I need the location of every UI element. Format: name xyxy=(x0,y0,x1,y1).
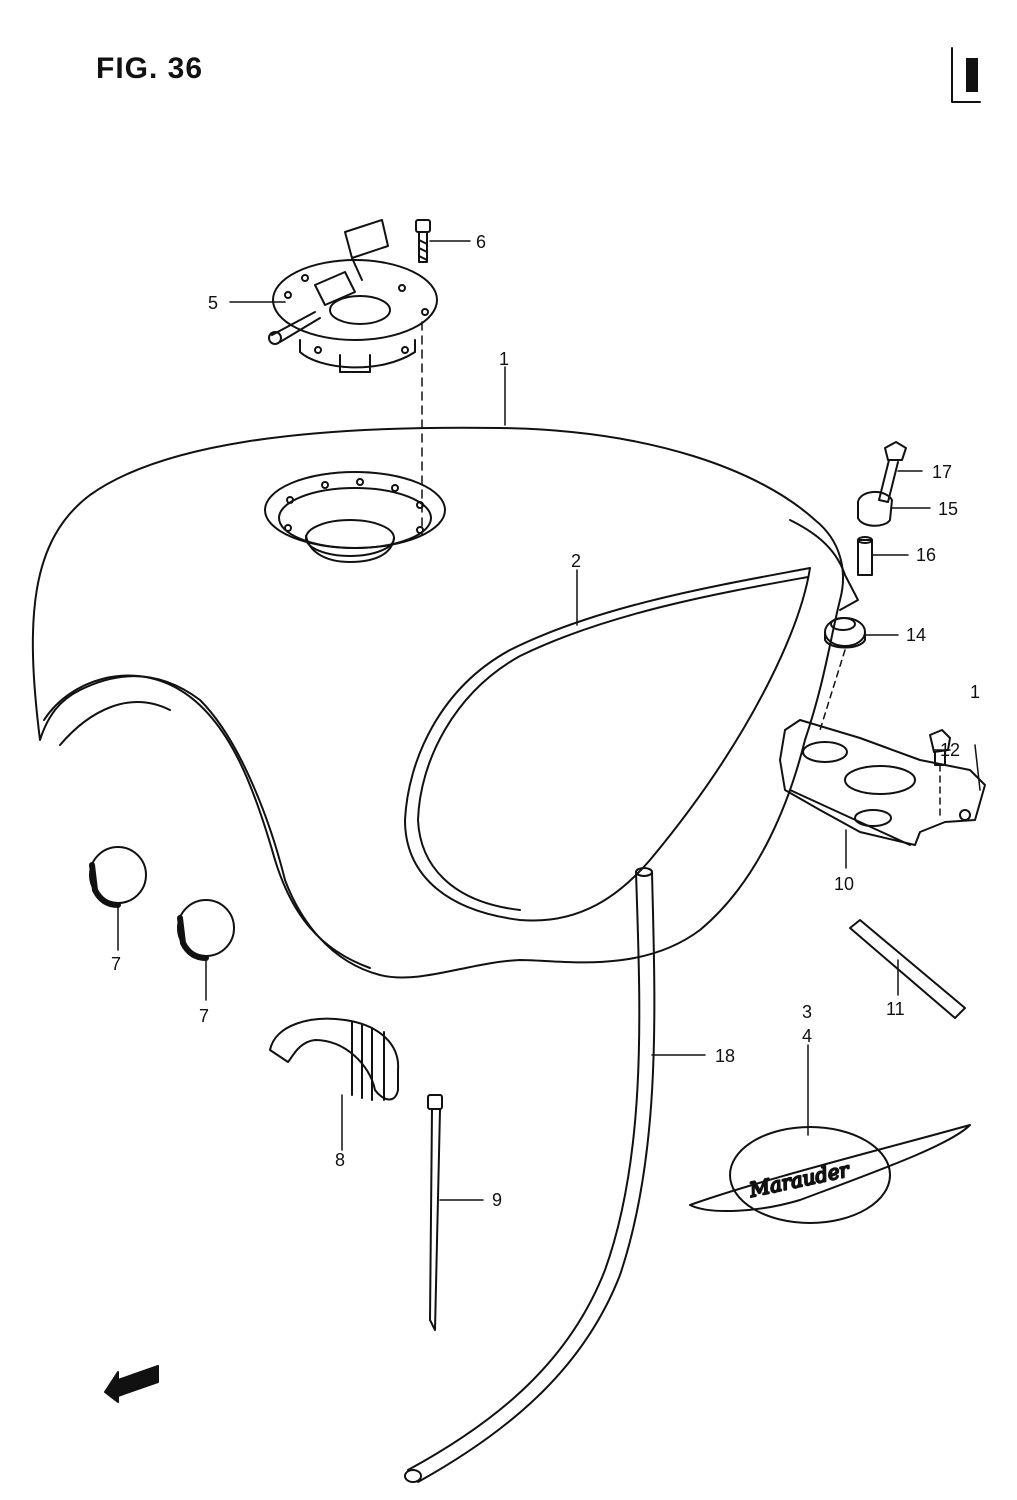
section-index-tab xyxy=(951,47,981,103)
callout-6: 6 xyxy=(476,232,486,252)
callout-17: 17 xyxy=(932,462,952,482)
callout-14: 14 xyxy=(906,625,926,645)
callout-9: 9 xyxy=(492,1190,502,1210)
forward-direction-arrow: FWD xyxy=(104,1365,159,1403)
callout-8: 8 xyxy=(335,1150,345,1170)
mount-bolt xyxy=(878,441,907,503)
callout-12: 12 xyxy=(940,740,960,760)
callout-18: 18 xyxy=(715,1046,735,1066)
callout-11: 11 xyxy=(886,999,905,1019)
tank-cushion xyxy=(269,1017,400,1101)
cable-tie xyxy=(427,1094,443,1331)
callout-16: 16 xyxy=(916,545,936,565)
callout-13-cut: 1 xyxy=(970,682,980,702)
tank-plug-left xyxy=(89,846,147,908)
bracket-bolt xyxy=(929,729,981,821)
figure-title: FIG. 36 xyxy=(96,52,204,85)
callout-4: 4 xyxy=(802,1026,812,1046)
fwd-label: FWD xyxy=(122,1372,153,1395)
tank-emblem: Marauder xyxy=(689,1124,971,1224)
callout-7a: 7 xyxy=(111,954,121,974)
tank-plug-right xyxy=(177,899,235,961)
tank-mount-bracket xyxy=(779,719,986,846)
callout-15: 15 xyxy=(938,499,958,519)
callout-7b: 7 xyxy=(199,1006,209,1026)
rear-cushion xyxy=(819,617,866,731)
callout-labels: 1 2 3 4 5 6 7 7 8 9 10 11 12 14 15 16 17… xyxy=(111,232,980,1210)
callout-10: 10 xyxy=(834,874,854,894)
spacer-bar xyxy=(849,919,966,1019)
emblem-text: Marauder xyxy=(746,1157,852,1202)
knee-pad xyxy=(404,567,811,922)
fuel-cap xyxy=(268,219,438,536)
callout-5: 5 xyxy=(208,293,218,313)
fuel-hose xyxy=(404,867,656,1483)
cap-screw xyxy=(415,219,431,263)
callout-2: 2 xyxy=(571,551,581,571)
leader-lines xyxy=(117,240,951,1201)
callout-1: 1 xyxy=(499,349,509,369)
mount-cushion xyxy=(857,491,893,527)
fuel-tank xyxy=(31,426,859,979)
callout-3: 3 xyxy=(802,1002,812,1022)
collar xyxy=(857,536,873,576)
